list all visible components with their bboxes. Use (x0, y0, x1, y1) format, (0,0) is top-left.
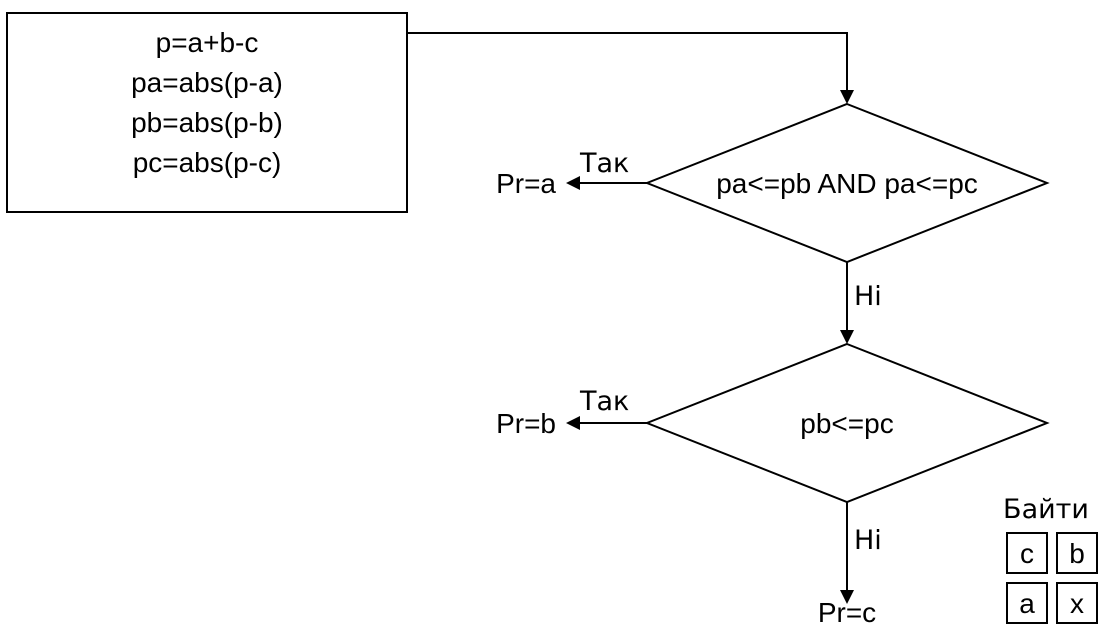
decision2-yes-label: Так (579, 386, 629, 417)
arrowhead-down-icon (840, 330, 854, 344)
decision2-no-label: Ні (854, 525, 882, 556)
arrowhead-left-icon (566, 176, 580, 190)
byte-cell-a-label: a (1019, 588, 1035, 619)
decision1-no-label: Ні (854, 281, 882, 312)
process-line-1: p=a+b-c (156, 27, 259, 58)
decision2-condition: pb<=pc (800, 408, 893, 439)
byte-cell-c-label: c (1020, 538, 1034, 569)
connector-process-to-decision1 (407, 32, 848, 92)
byte-cell-x-label: x (1070, 588, 1084, 619)
byte-cell-b-label: b (1069, 538, 1085, 569)
process-line-2: pa=abs(p-a) (131, 67, 283, 98)
process-line-4: pc=abs(p-c) (133, 147, 282, 178)
decision1-yes-result: Pr=a (496, 168, 556, 199)
byte-cell-b (1056, 532, 1098, 574)
bytes-legend-title: Байти (1003, 494, 1089, 525)
byte-cell-c (1006, 532, 1048, 574)
decision1-yes-label: Так (579, 148, 629, 179)
byte-cell-x (1056, 582, 1098, 624)
decision1-condition: pa<=pb AND pa<=pc (716, 168, 978, 199)
process-box (6, 12, 408, 213)
decision2-yes-result: Pr=b (496, 408, 556, 439)
byte-cell-a (1006, 582, 1048, 624)
arrowhead-down-icon (840, 590, 854, 604)
process-line-3: pb=abs(p-b) (131, 107, 283, 138)
arrowhead-left-icon (566, 416, 580, 430)
decision2-no-result: Pr=c (818, 597, 876, 628)
arrowhead-down-icon (840, 90, 854, 104)
